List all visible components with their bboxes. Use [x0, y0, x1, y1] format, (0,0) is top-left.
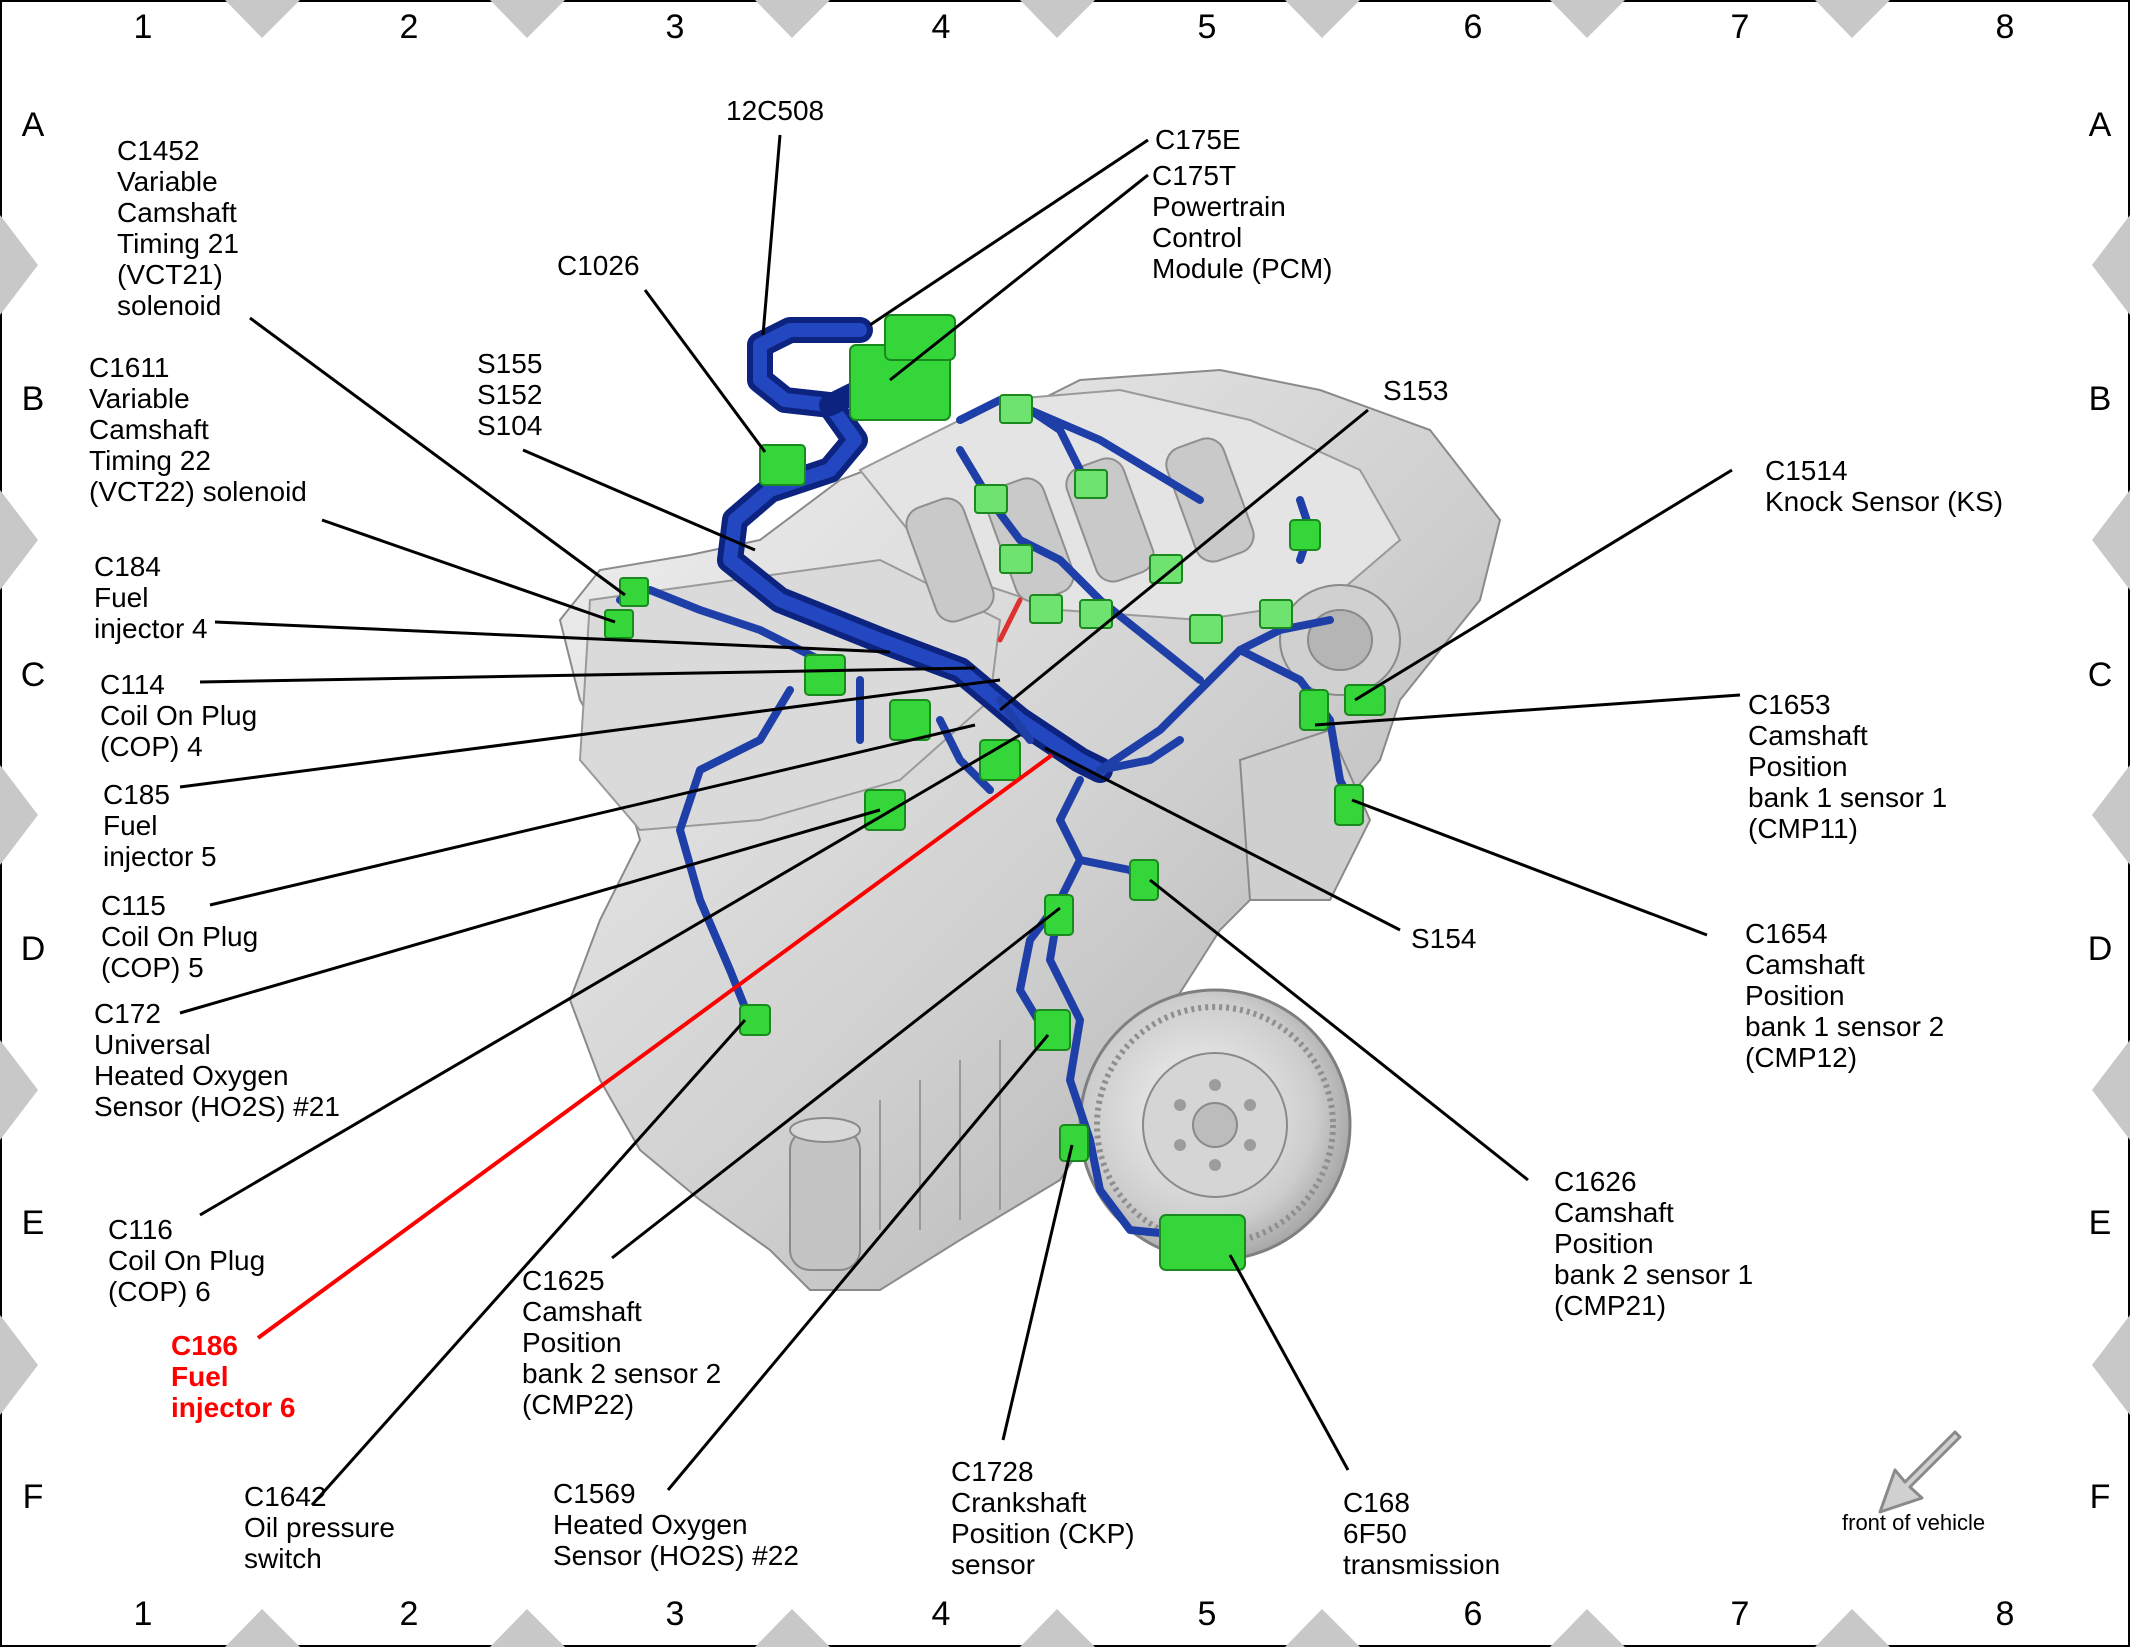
label-c175t-pcm: C175T Powertrain Control Module (PCM) — [1152, 160, 1333, 284]
label-c1569-ho2s-22: C1569 Heated Oxygen Sensor (HO2S) #22 — [553, 1478, 799, 1571]
label-c168-6f50-transmission: C168 6F50 transmission — [1343, 1487, 1501, 1580]
label-c186-fuel-injector-6: C186 Fuel injector 6 — [171, 1330, 296, 1423]
grid-row-a-left: A — [21, 106, 45, 144]
label-c185-fuel-injector-5: C185 Fuel injector 5 — [103, 779, 217, 872]
connector-c1625 — [1044, 894, 1074, 936]
connector-c1728 — [1059, 1124, 1089, 1162]
grid-col-1-bottom: 1 — [133, 1595, 153, 1633]
connector-c168 — [1159, 1214, 1246, 1271]
grid-row-b-right: B — [2088, 380, 2112, 418]
grid-col-3-bottom: 3 — [665, 1595, 685, 1633]
grid-row-d-left: D — [20, 930, 46, 968]
grid-col-1-top: 1 — [133, 8, 153, 46]
connector-c172 — [864, 789, 906, 831]
grid-col-5-top: 5 — [1197, 8, 1217, 46]
label-c115-cop-5: C115 Coil On Plug (COP) 5 — [101, 890, 259, 983]
connector-c1514 — [1344, 684, 1386, 716]
grid-col-4-bottom: 4 — [931, 1595, 951, 1633]
connector-c1611 — [604, 609, 634, 639]
connector-c1653 — [1299, 689, 1329, 731]
label-s154: S154 — [1411, 923, 1477, 954]
grid-row-e-left: E — [21, 1204, 45, 1242]
grid-row-b-left: B — [21, 380, 45, 418]
grid-row-a-right: A — [2088, 106, 2112, 144]
grid-col-8-bottom: 8 — [1995, 1595, 2015, 1633]
connector-c1452 — [619, 577, 649, 607]
label-12c508: 12C508 — [726, 95, 825, 126]
label-front-of-vehicle: front of vehicle — [1842, 1510, 1986, 1535]
grid-col-6-bottom: 6 — [1463, 1595, 1483, 1633]
engine-illustration — [558, 368, 1502, 1291]
connector-c1654 — [1334, 784, 1364, 826]
label-c1625-cmp22: C1625 Camshaft Position bank 2 sensor 2 … — [522, 1265, 722, 1420]
label-c1654-cmp12: C1654 Camshaft Position bank 1 sensor 2 … — [1745, 918, 1945, 1073]
connector-c1626 — [1129, 859, 1159, 901]
grid-row-f-left: F — [22, 1478, 44, 1516]
grid-col-3-top: 3 — [665, 8, 685, 46]
grid-row-d-right: D — [2087, 930, 2113, 968]
connector-c1642 — [739, 1004, 771, 1036]
grid-col-7-top: 7 — [1730, 8, 1750, 46]
label-c1653-cmp11: C1653 Camshaft Position bank 1 sensor 1 … — [1748, 689, 1948, 844]
grid-col-8-top: 8 — [1995, 8, 2015, 46]
label-c1728-ckp-sensor: C1728 Crankshaft Position (CKP) sensor — [951, 1456, 1135, 1580]
label-c1642-oil-pressure-switch: C1642 Oil pressure switch — [244, 1481, 395, 1574]
grid-col-6-top: 6 — [1463, 8, 1483, 46]
grid-col-2-bottom: 2 — [399, 1595, 419, 1633]
connector-c114 — [804, 654, 846, 696]
label-c184-fuel-injector-4: C184 Fuel injector 4 — [94, 551, 208, 644]
label-c1514-knock-sensor: C1514 Knock Sensor (KS) — [1765, 455, 2004, 517]
label-s153: S153 — [1383, 375, 1449, 406]
label-c172-ho2s-21: C172 Universal Heated Oxygen Sensor (HO2… — [94, 998, 340, 1122]
grid-row-c-left: C — [20, 656, 46, 694]
label-c1626-cmp21: C1626 Camshaft Position bank 2 sensor 1 … — [1554, 1166, 1754, 1321]
connectors — [604, 314, 1386, 1271]
label-s155-s152-s104: S155 S152 S104 — [477, 348, 543, 441]
label-c175e: C175E — [1155, 124, 1241, 155]
front-arrow-icon — [1878, 1430, 1962, 1514]
leader-c186 — [256, 753, 1054, 1340]
connector-c185 — [889, 699, 931, 741]
grid-col-5-bottom: 5 — [1197, 1595, 1217, 1633]
grid-col-2-top: 2 — [399, 8, 419, 46]
label-c1452-vct21: C1452 Variable Camshaft Timing 21 (VCT21… — [117, 135, 239, 321]
label-c116-cop-6: C116 Coil On Plug (COP) 6 — [108, 1214, 266, 1307]
grid-col-4-top: 4 — [931, 8, 951, 46]
label-c1026: C1026 — [557, 250, 640, 281]
grid-row-c-right: C — [2087, 656, 2113, 694]
label-c1611-vct22: C1611 Variable Camshaft Timing 22 (VCT22… — [89, 352, 307, 507]
grid-col-7-bottom: 7 — [1730, 1595, 1750, 1633]
grid-row-e-right: E — [2088, 1204, 2112, 1242]
connector-c1026 — [759, 444, 806, 486]
leader-lines — [179, 134, 1741, 1506]
label-c114-cop-4: C114 Coil On Plug (COP) 4 — [100, 669, 258, 762]
grid-row-f-right: F — [2089, 1478, 2111, 1516]
